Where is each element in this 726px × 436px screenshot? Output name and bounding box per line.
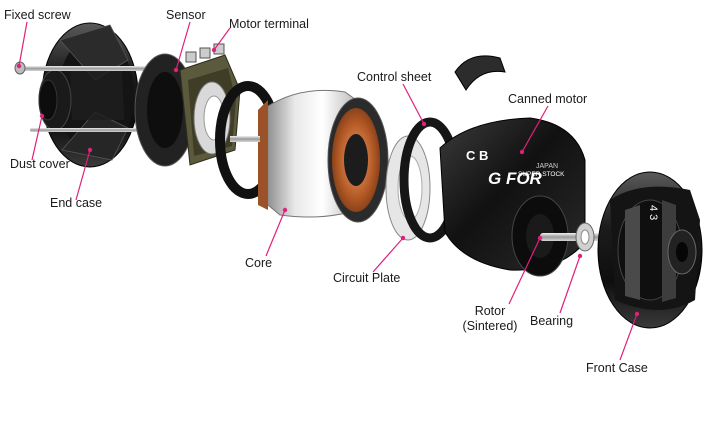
magnet-piece-part xyxy=(454,55,506,91)
leader-bearing xyxy=(559,255,581,314)
leader-fixed-screw xyxy=(18,21,28,67)
leader-sensor xyxy=(175,21,191,71)
can-sub-text: SUPER STOCK xyxy=(518,171,565,178)
label-dust-cover: Dust cover xyxy=(10,157,70,171)
leader-dust-cover xyxy=(31,115,43,161)
label-fixed-screw: Fixed screw xyxy=(4,8,71,22)
leader-dots xyxy=(16,47,640,317)
leader-lines xyxy=(18,21,638,361)
front-case-part: 4 3 xyxy=(597,171,703,329)
canned-motor-part: C B G FOR SUPER STOCK JAPAN xyxy=(439,117,586,277)
leader-front-case xyxy=(619,313,638,361)
leader-control-sheet xyxy=(402,83,425,125)
can-tag-text: JAPAN xyxy=(536,163,558,170)
leader-canned-motor xyxy=(521,105,549,153)
label-canned-motor: Canned motor xyxy=(508,92,588,106)
label-end-case: End case xyxy=(50,196,103,210)
label-rotor: Rotor (Sintered) xyxy=(462,304,518,334)
can-brand-text: G FOR xyxy=(488,169,543,188)
leader-rotor xyxy=(508,237,541,305)
label-bearing: Bearing xyxy=(530,314,574,328)
label-motor-terminal: Motor terminal xyxy=(229,17,309,31)
label-core: Core xyxy=(245,256,273,270)
leader-circuit-plate xyxy=(372,237,404,273)
core-part xyxy=(230,89,389,223)
label-rotor-line2: (Sintered) xyxy=(462,319,518,333)
leader-end-case xyxy=(75,149,91,201)
label-circuit-plate: Circuit Plate xyxy=(333,271,401,285)
label-front-case: Front Case xyxy=(586,361,648,375)
leader-core xyxy=(265,209,286,257)
label-rotor-line1: Rotor xyxy=(474,304,506,318)
front-case-print-text: 4 3 xyxy=(647,205,659,220)
label-sensor: Sensor xyxy=(166,8,206,22)
can-letters-text: C B xyxy=(466,148,488,163)
end-case-part xyxy=(38,22,139,168)
label-control-sheet: Control sheet xyxy=(357,70,432,84)
leader-motor-terminal xyxy=(213,27,231,51)
bearing-part xyxy=(575,222,595,252)
